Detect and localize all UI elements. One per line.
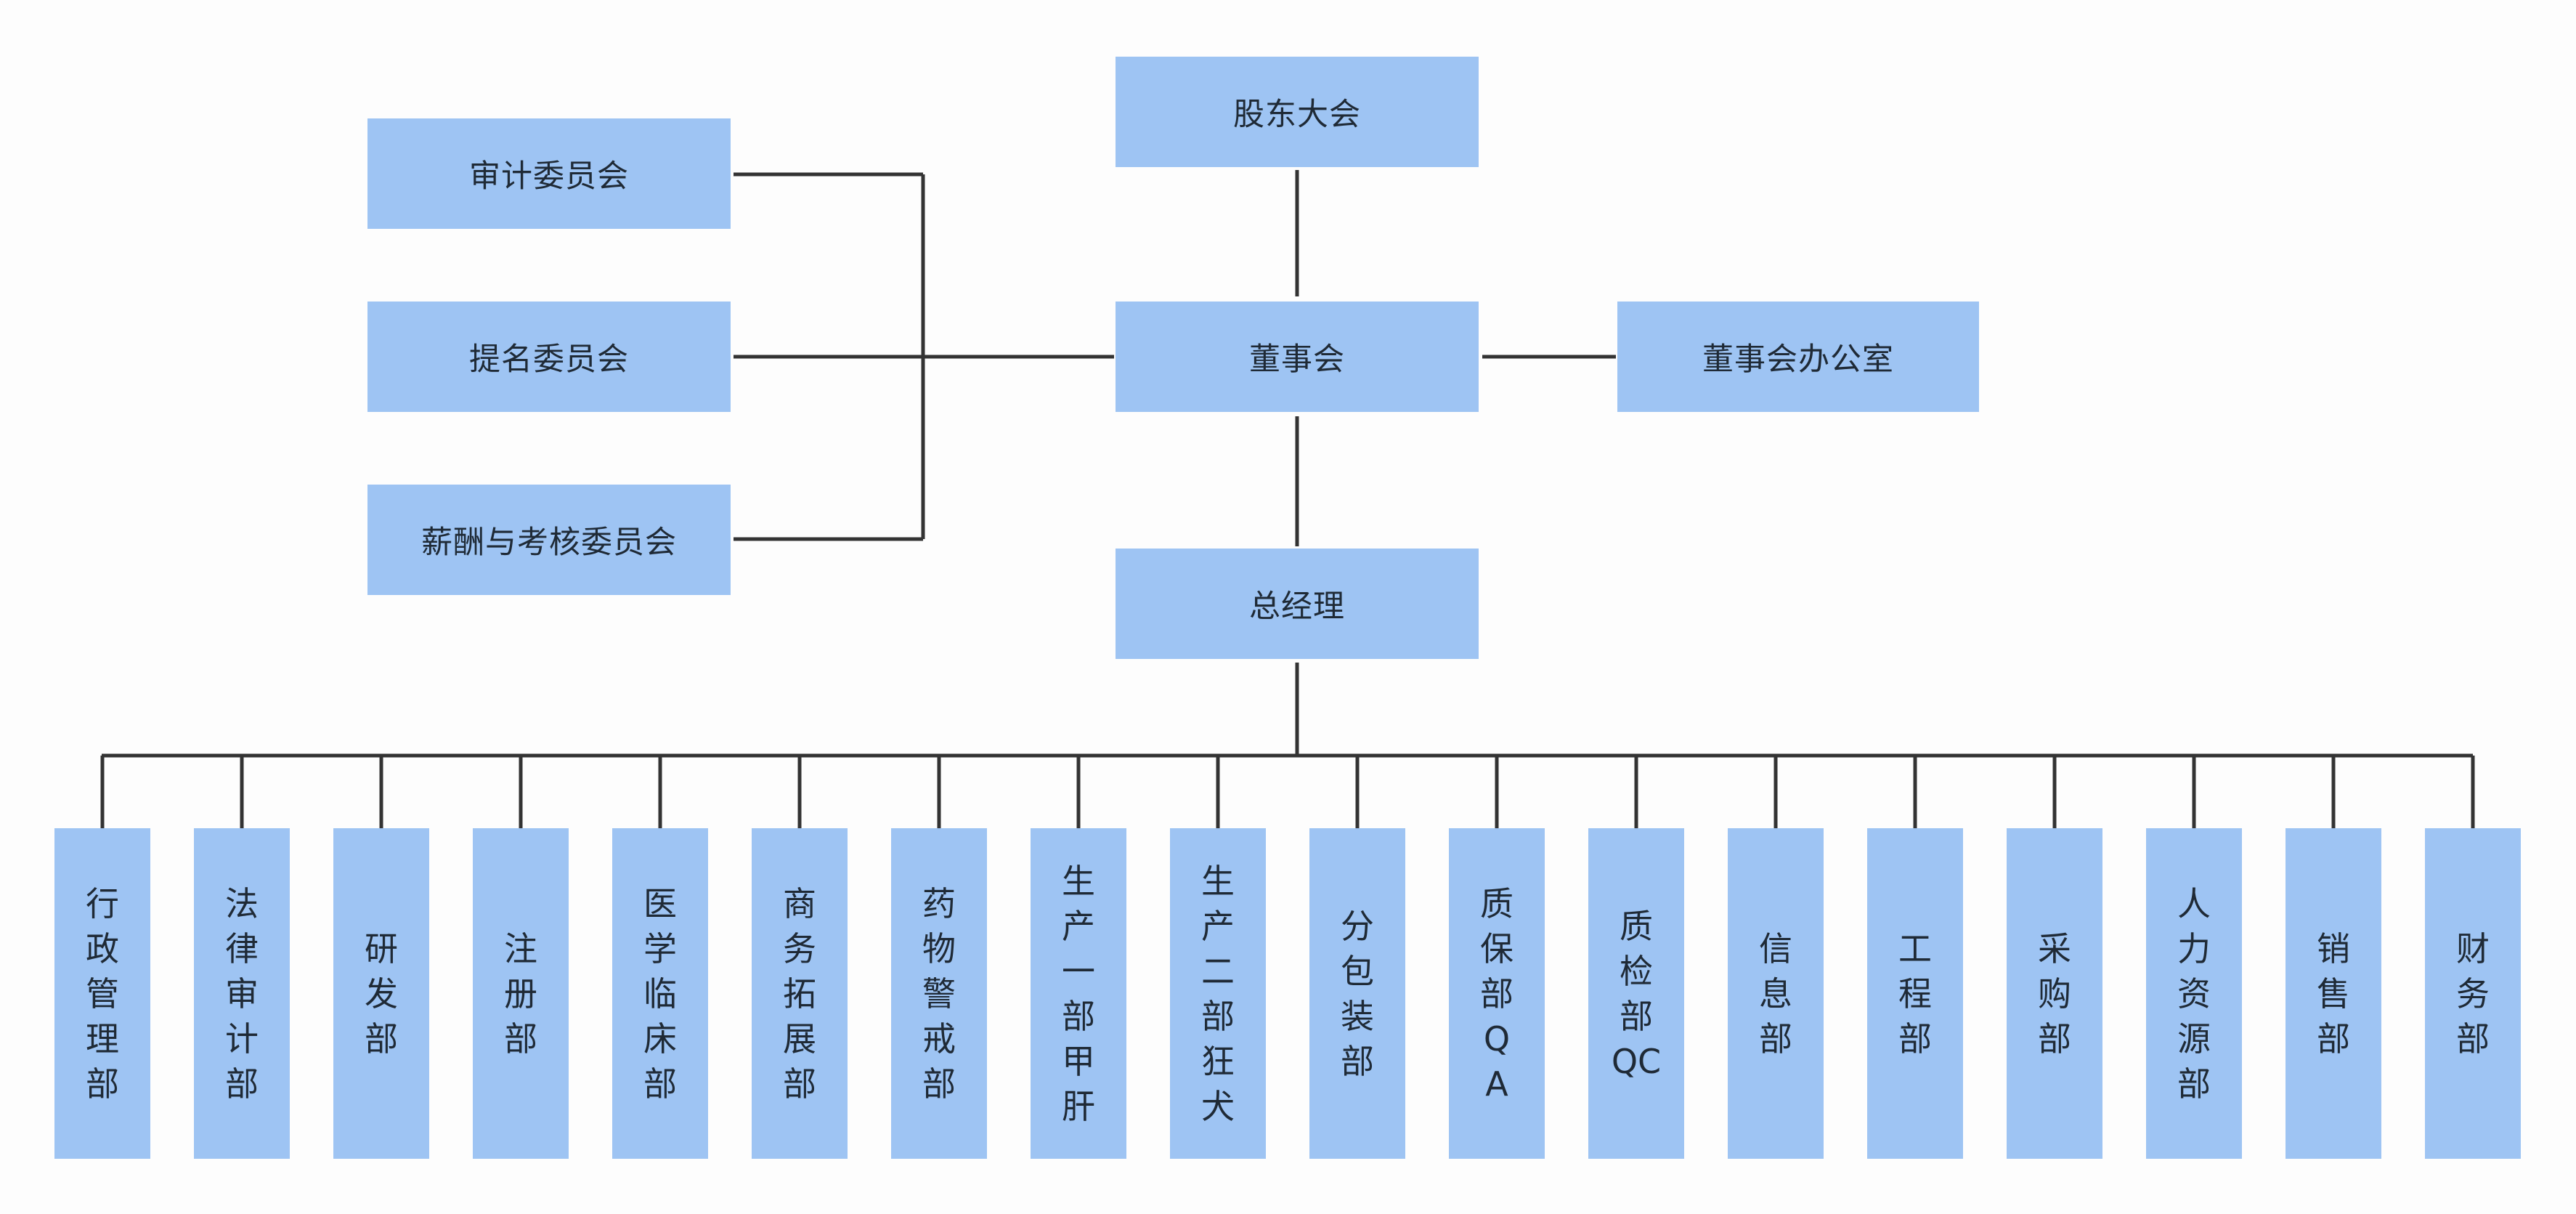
department-box: 研发部 [333,828,429,1159]
node-board-office: 董事会办公室 [1617,302,1979,412]
department-label: 工程部 [1898,928,1932,1059]
department-label: 财务部 [2456,928,2490,1059]
department-box: 采购部 [2007,828,2102,1159]
department-label: 销售部 [2317,928,2350,1059]
department-label: 行政管理部 [86,883,119,1104]
node-board: 董事会 [1116,302,1479,412]
department-box: 财务部 [2425,828,2521,1159]
department-label: 商务拓展部 [783,883,816,1104]
department-box: 销售部 [2286,828,2381,1159]
department-label: 法律审计部 [225,883,259,1104]
department-box: 医学临床部 [612,828,708,1159]
department-box: 信息部 [1728,828,1824,1159]
department-label: 人力资源部 [2177,883,2211,1104]
committee-compensation: 薪酬与考核委员会 [367,485,731,595]
department-box: 行政管理部 [54,828,150,1159]
department-label: 信息部 [1759,928,1792,1059]
department-box: 生产一部甲肝 [1031,828,1126,1159]
department-label: 医学临床部 [643,883,677,1104]
department-box: 工程部 [1867,828,1963,1159]
department-box: 注册部 [473,828,569,1159]
department-box: 商务拓展部 [752,828,848,1159]
department-label: 采购部 [2038,928,2071,1059]
node-general-manager: 总经理 [1116,549,1479,659]
department-label: 研发部 [365,928,398,1059]
department-box: 药物警戒部 [891,828,987,1159]
department-drops [100,756,2475,828]
department-label: 药物警戒部 [922,883,956,1104]
department-box: 生产二部狂犬 [1170,828,1266,1159]
department-label: 分包装部 [1341,906,1374,1081]
node-shareholders: 股东大会 [1116,57,1479,167]
committee-audit: 审计委员会 [367,118,731,229]
department-box: 分包装部 [1309,828,1405,1159]
department-label: 生产二部狂犬 [1201,861,1235,1126]
department-box: 法律审计部 [194,828,290,1159]
department-label: 生产一部甲肝 [1062,861,1095,1126]
committee-nomination: 提名委员会 [367,302,731,412]
department-box: 人力资源部 [2146,828,2242,1159]
department-label: 注册部 [504,928,537,1059]
